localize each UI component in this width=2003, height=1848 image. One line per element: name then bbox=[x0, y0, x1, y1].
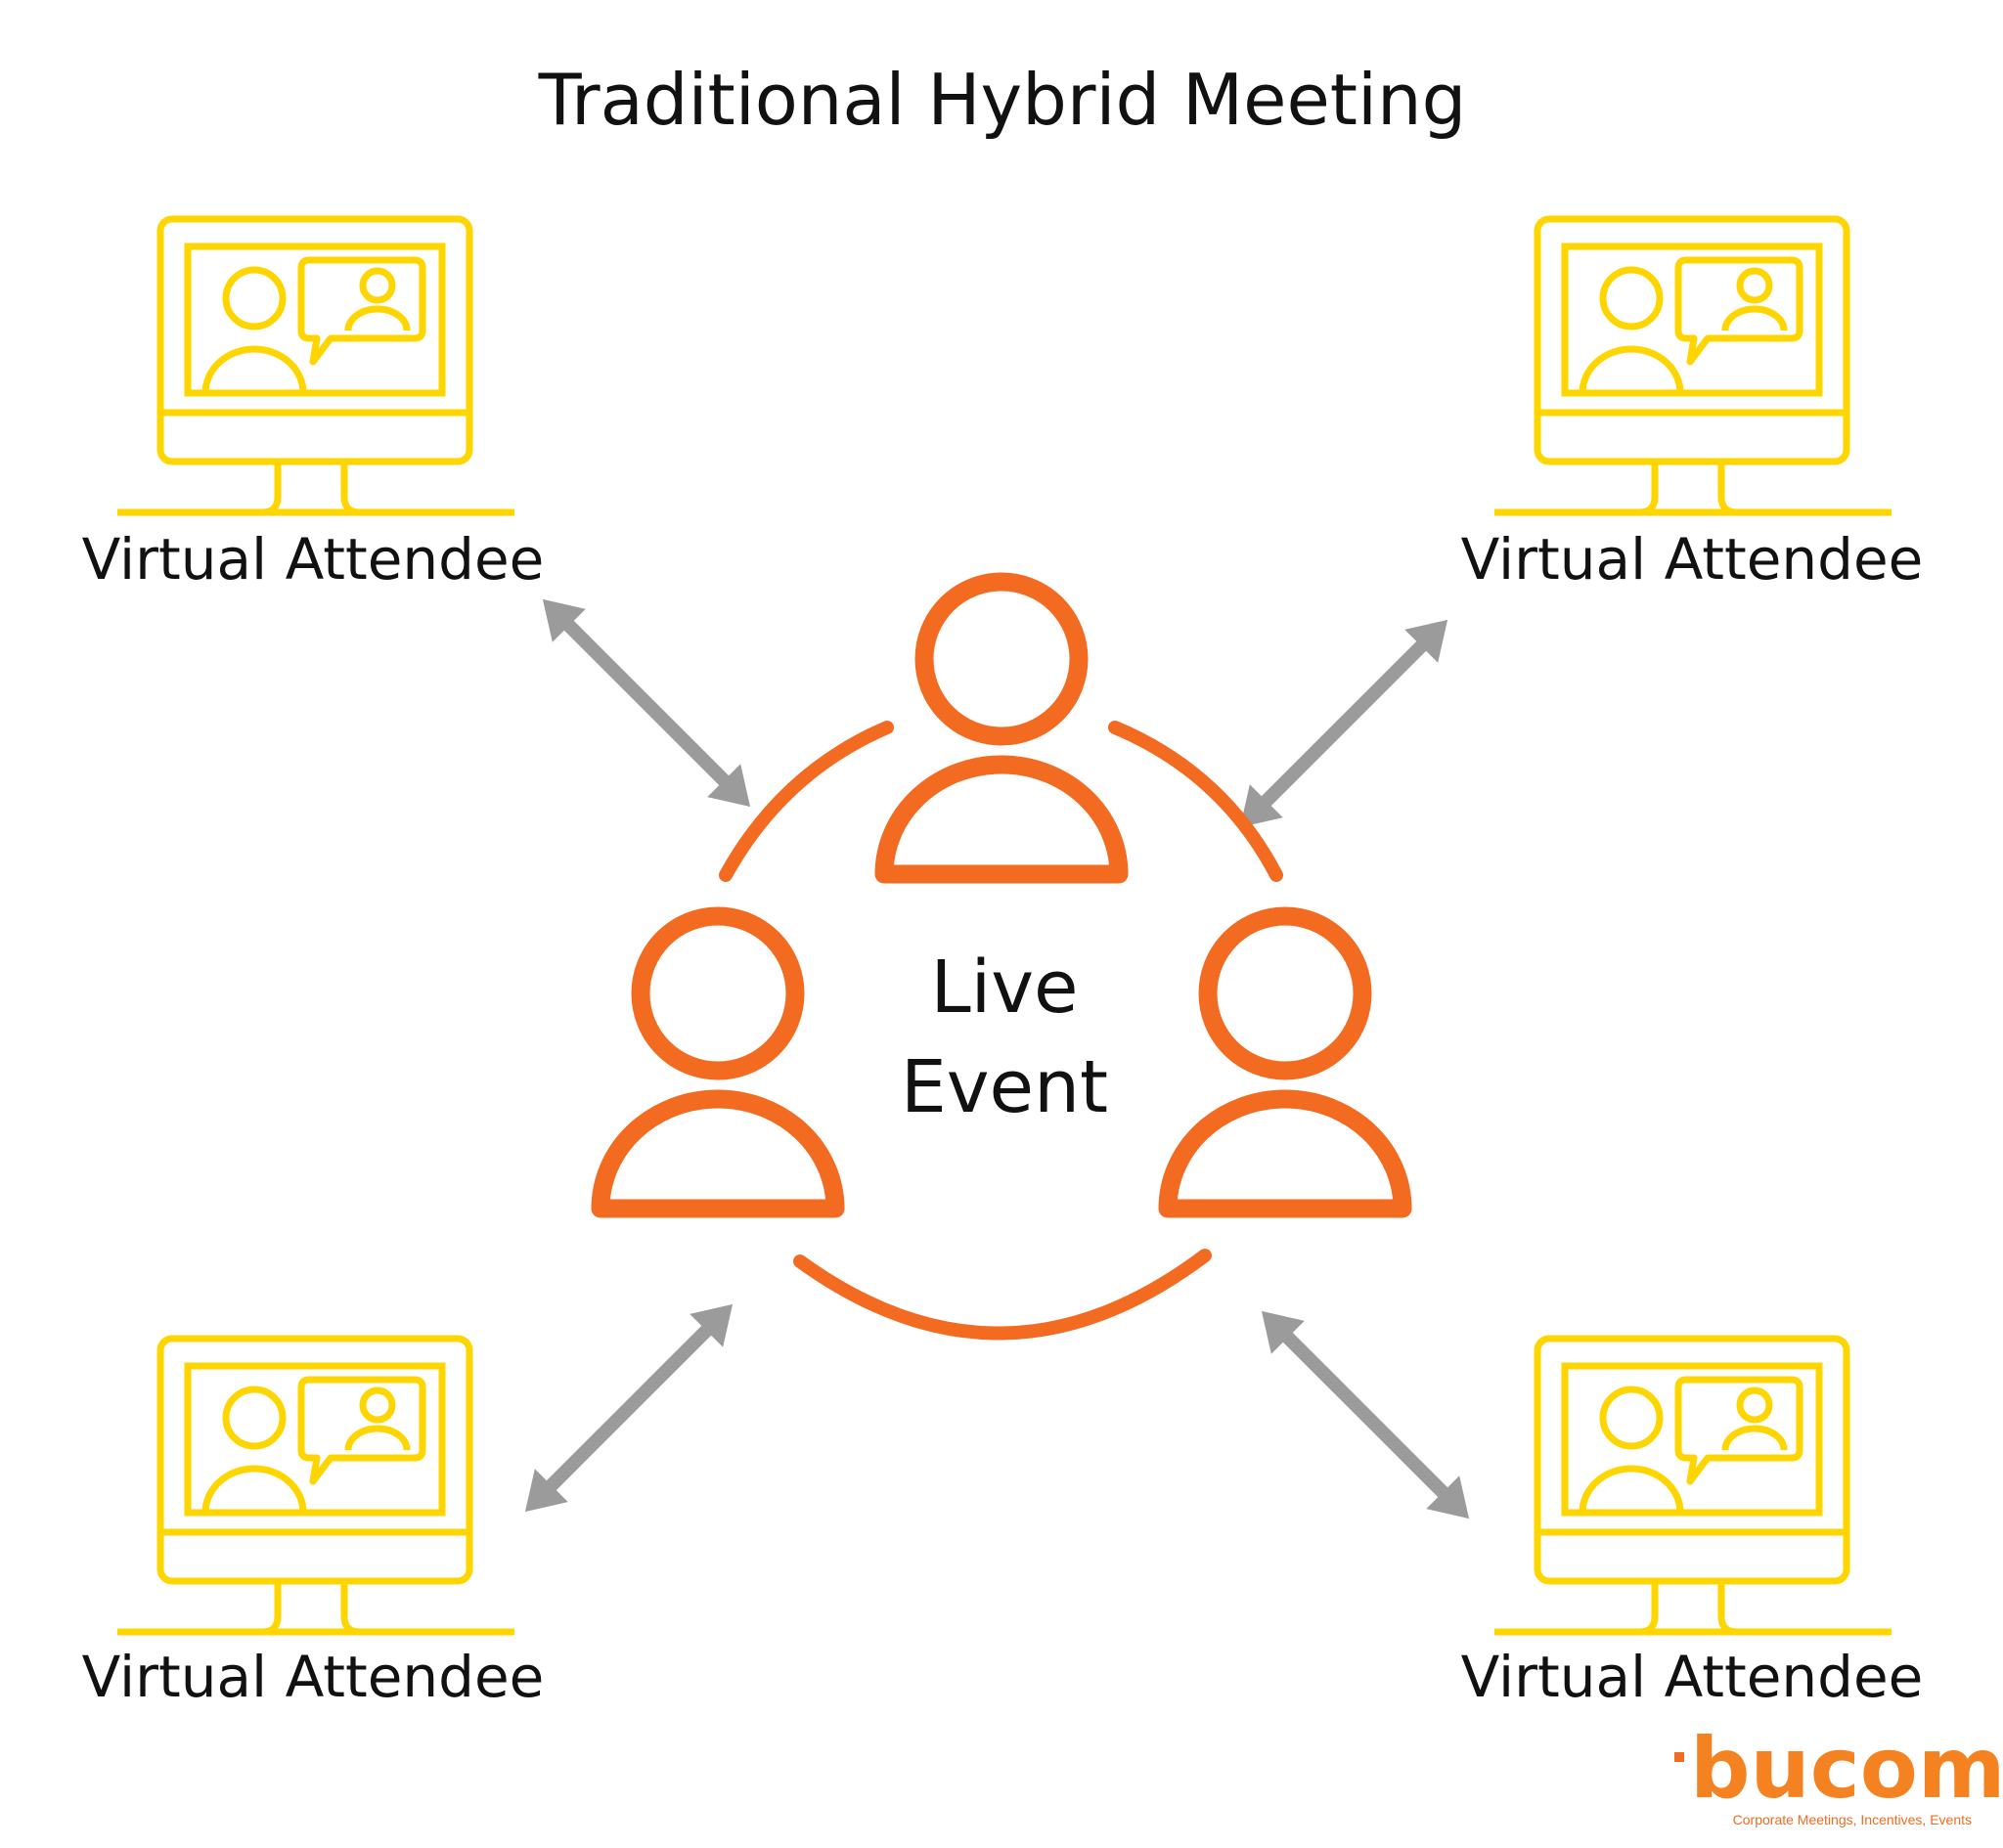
person-icon bbox=[601, 916, 835, 1209]
double-arrow-icon bbox=[1245, 1295, 1486, 1535]
attendee-label-top-right: Virtual Attendee bbox=[1461, 526, 1924, 593]
logo-wordmark: bucom bbox=[1690, 1720, 2003, 1818]
double-arrow-icon bbox=[509, 1288, 749, 1528]
logo-tagline: Corporate Meetings, Incentives, Events bbox=[1733, 1812, 1972, 1827]
logo-dot bbox=[1674, 1752, 1684, 1762]
center-label-line1: Live bbox=[930, 946, 1078, 1030]
attendee-label-bottom-right: Virtual Attendee bbox=[1461, 1644, 1924, 1710]
arc-top-right bbox=[1108, 721, 1283, 882]
monitor-video-call-icon bbox=[1494, 1339, 1892, 1632]
bucom-logo: bucom Corporate Meetings, Incentives, Ev… bbox=[1674, 1720, 2003, 1827]
arc-bottom bbox=[793, 1249, 1212, 1341]
person-icon bbox=[884, 582, 1119, 874]
arc-top-left bbox=[719, 721, 894, 882]
attendee-label-bottom-left: Virtual Attendee bbox=[82, 1644, 545, 1710]
monitor-video-call-icon bbox=[1494, 219, 1892, 512]
live-event-circle bbox=[719, 721, 1283, 1341]
diagram-title: Traditional Hybrid Meeting bbox=[538, 59, 1467, 141]
center-label-line2: Event bbox=[901, 1045, 1108, 1129]
person-icon bbox=[1168, 916, 1402, 1209]
monitor-video-call-icon bbox=[117, 1339, 514, 1632]
double-arrow-icon bbox=[1224, 603, 1464, 844]
attendee-label-top-left: Virtual Attendee bbox=[82, 526, 545, 593]
double-arrow-icon bbox=[526, 583, 767, 823]
monitor-video-call-icon bbox=[117, 219, 514, 512]
